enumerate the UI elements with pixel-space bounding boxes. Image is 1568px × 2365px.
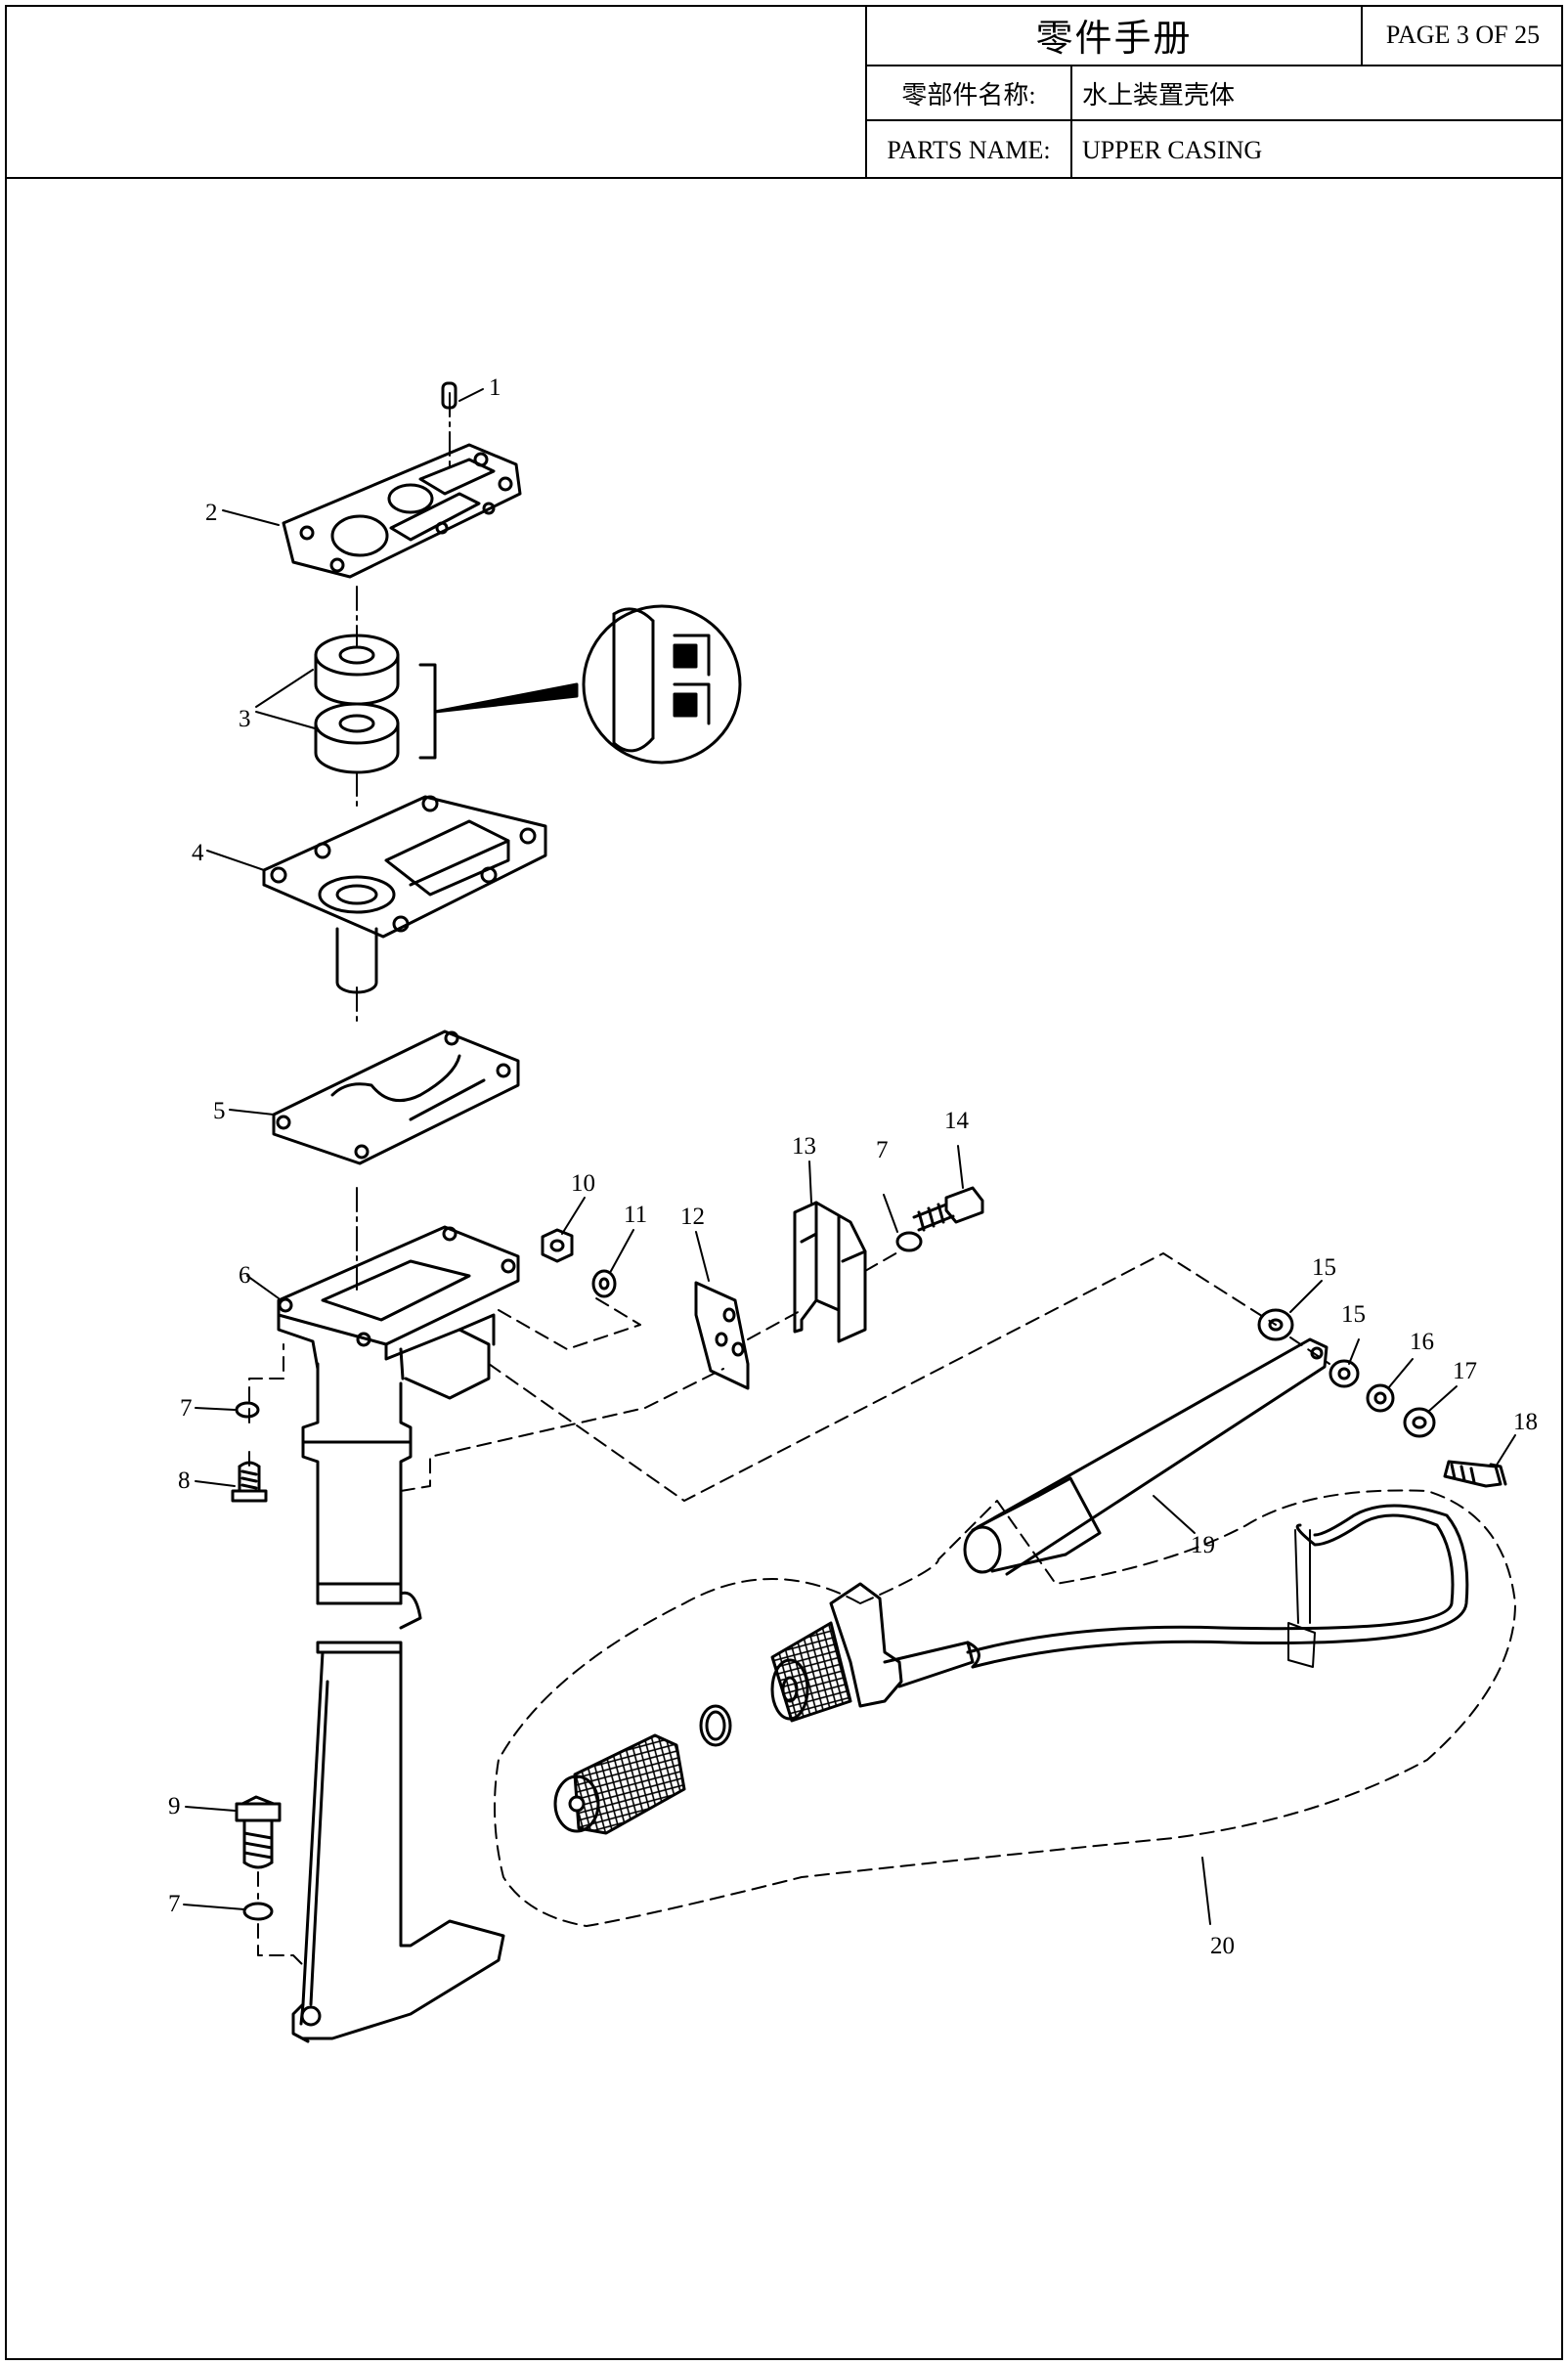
part-4-housing-plate: [262, 795, 547, 994]
page-indicator: PAGE 3 OF 25: [1361, 5, 1563, 66]
callout-15b: 15: [1341, 1301, 1366, 1328]
part-12-plate: [694, 1281, 750, 1390]
callout-7b: 7: [876, 1137, 889, 1163]
part-3-oil-seals: [314, 634, 579, 774]
callout-19: 19: [1191, 1532, 1215, 1558]
part-20-group-outline: [494, 1489, 1516, 1927]
part-16-washer: [1366, 1383, 1395, 1413]
part-2-gasket: [282, 443, 522, 579]
part-name-label-en: PARTS NAME:: [865, 121, 1070, 179]
part-15-washers: [1257, 1308, 1360, 1388]
callout-11: 11: [624, 1202, 647, 1228]
callout-7c: 7: [168, 1891, 181, 1917]
part-6-upper-casing: [277, 1225, 520, 2043]
part-10-nut: [541, 1228, 574, 1263]
part-14-screw: [912, 1186, 984, 1232]
drawing-frame: [5, 5, 1563, 2360]
callout-9: 9: [168, 1793, 181, 1819]
part-name-value-en: UPPER CASING: [1070, 121, 1563, 179]
part-19-tiller-arm: [963, 1337, 1328, 1576]
part-18-bolt: [1443, 1460, 1507, 1488]
callout-16: 16: [1410, 1329, 1434, 1355]
title-block-bottom-rule: [5, 177, 1563, 179]
callout-5: 5: [213, 1098, 226, 1124]
part-13-bracket: [793, 1201, 867, 1343]
callout-17: 17: [1453, 1358, 1477, 1384]
callout-14: 14: [944, 1108, 970, 1134]
callout-10: 10: [571, 1170, 595, 1197]
callout-18: 18: [1513, 1409, 1538, 1435]
part-17-washer: [1403, 1407, 1436, 1438]
part-7-washers: [235, 1231, 923, 1921]
part-9-bolt: [235, 1795, 282, 1869]
part-20-throttle-grip: [553, 1504, 1469, 1835]
callout-13: 13: [792, 1133, 816, 1160]
part-8-bolt: [231, 1461, 268, 1503]
part-name-value-cn: 水上装置壳体: [1070, 66, 1563, 121]
callout-1: 1: [489, 374, 501, 401]
part-11-washer: [591, 1269, 617, 1298]
callout-8: 8: [178, 1467, 191, 1494]
part-1-dowel-pin: [441, 381, 457, 410]
callout-7a: 7: [180, 1395, 193, 1422]
callout-15a: 15: [1312, 1254, 1336, 1281]
seal-detail-view: [582, 604, 742, 765]
part-5-gasket: [272, 1029, 520, 1165]
callout-20: 20: [1210, 1933, 1235, 1959]
callout-4: 4: [192, 840, 204, 866]
callout-3: 3: [239, 706, 251, 732]
callout-labels: 1 2 3 4 5 6 7 7 7 8 9 10 11 12 13 14 15 …: [168, 374, 1538, 1959]
callout-2: 2: [205, 500, 218, 526]
part-name-label-cn: 零部件名称:: [865, 66, 1070, 121]
callout-6: 6: [239, 1262, 251, 1289]
callout-12: 12: [680, 1204, 705, 1230]
manual-title: 零件手册: [865, 5, 1361, 66]
